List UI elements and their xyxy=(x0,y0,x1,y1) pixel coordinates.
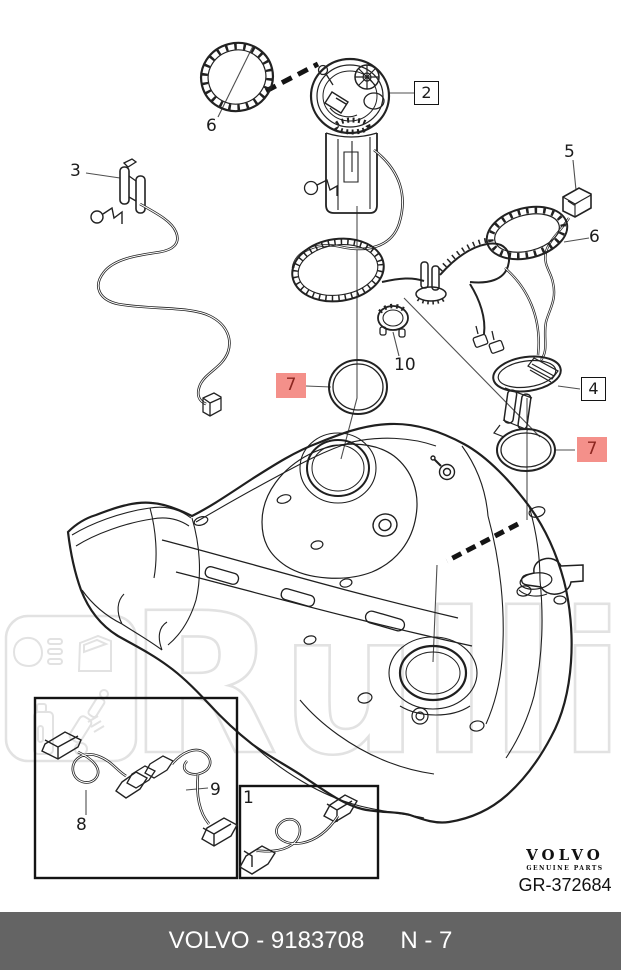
tank-holes xyxy=(193,494,567,732)
callout-3[interactable]: 3 xyxy=(70,161,81,181)
footer-bar: VOLVO - 9183708 N - 7 xyxy=(0,912,621,970)
connector-5 xyxy=(540,187,592,361)
genuine-parts-tagline: GENUINE PARTS xyxy=(526,865,604,872)
drawing-number: GR-372684 xyxy=(518,875,612,895)
watermark-text: Rulli.ru xyxy=(128,571,621,798)
watermark-icon-panel xyxy=(4,614,138,763)
dashed-assembly-lines xyxy=(264,61,520,564)
inset-box-cable-1 xyxy=(238,784,380,880)
vent-cap xyxy=(430,455,456,481)
lock-ring-right xyxy=(485,205,569,261)
callout-2[interactable]: 2 xyxy=(414,81,439,105)
harness-bracket-assembly xyxy=(90,158,231,417)
callout-6-left[interactable]: 6 xyxy=(206,116,217,136)
cable-9 xyxy=(126,748,238,847)
callout-7-left[interactable]: 7 xyxy=(276,373,306,398)
callout-8[interactable]: 8 xyxy=(76,815,87,835)
callout-5[interactable]: 5 xyxy=(564,142,575,162)
cable-1 xyxy=(239,794,358,875)
line-clamp xyxy=(415,261,447,305)
filler-bracket xyxy=(518,557,584,597)
lock-ring-left xyxy=(200,41,274,113)
sender-opening xyxy=(388,636,478,716)
o-ring-right xyxy=(496,428,556,472)
shock-absorber-icon xyxy=(68,689,109,756)
footer-page-ref: N - 7 xyxy=(400,927,453,954)
diagram-canvas: Rulli.ru xyxy=(4,41,621,880)
fuel-tank-drawing xyxy=(66,422,584,824)
callout-7-right[interactable]: 7 xyxy=(577,437,607,462)
inset-box-cables xyxy=(33,696,239,880)
callout-4[interactable]: 4 xyxy=(581,377,606,401)
footer-part-number: VOLVO - 9183708 xyxy=(168,927,365,954)
callout-1[interactable]: 1 xyxy=(243,788,254,808)
pump-opening xyxy=(299,432,377,504)
callout-6-right[interactable]: 6 xyxy=(589,227,600,247)
callout-9[interactable]: 9 xyxy=(210,780,221,800)
headlight-icon xyxy=(12,636,63,668)
fuel-pump-module xyxy=(303,57,391,214)
watermark: Rulli.ru xyxy=(4,570,621,799)
o-ring-left xyxy=(328,359,388,415)
car-door-icon xyxy=(77,634,112,672)
callout-10[interactable]: 10 xyxy=(394,355,416,375)
level-sender xyxy=(492,355,562,438)
volvo-logo: VOLVO xyxy=(526,846,604,864)
retainer-ring xyxy=(377,303,409,338)
tank-grommet xyxy=(372,513,398,537)
brand-block: VOLVO GENUINE PARTS GR-372684 xyxy=(505,846,621,896)
